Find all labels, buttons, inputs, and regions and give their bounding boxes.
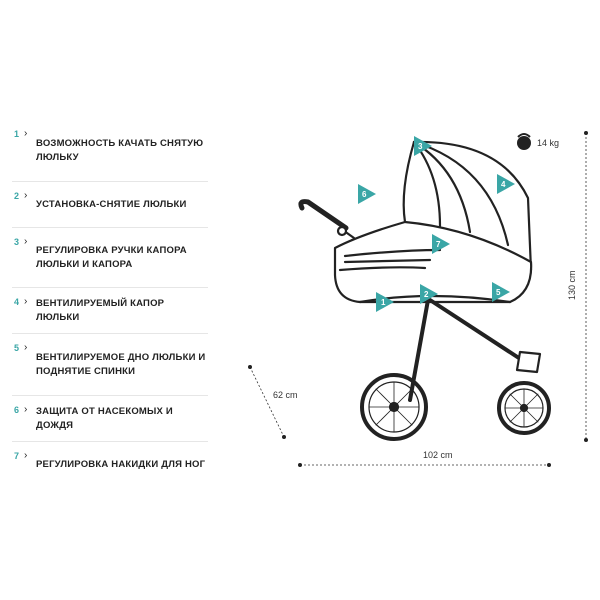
- feature-number: 5: [14, 343, 20, 353]
- feature-number: 6: [14, 405, 20, 415]
- feature-item-6: 6 › ЗАЩИТА ОТ НАСЕКОМЫХ И ДОЖДЯ: [12, 396, 208, 442]
- svg-text:7: 7: [436, 240, 441, 249]
- chevron-right-icon: ›: [24, 236, 28, 247]
- svg-text:5: 5: [496, 288, 501, 297]
- length-dimension-line: [298, 463, 551, 467]
- feature-item-5: 5 › ВЕНТИЛИРУЕМОЕ ДНО ЛЮЛЬКИ И ПОДНЯТИЕ …: [12, 334, 208, 396]
- height-label: 130 cm: [567, 270, 577, 300]
- height-dimension-line: [584, 131, 588, 442]
- svg-text:3: 3: [418, 142, 423, 151]
- feature-text: РЕГУЛИРОВКА НАКИДКИ ДЛЯ НОГ: [36, 459, 206, 470]
- feature-text: ВОЗМОЖНОСТЬ КАЧАТЬ СНЯТУЮ ЛЮЛЬКУ: [36, 137, 204, 163]
- chevron-right-icon: ›: [24, 296, 28, 307]
- chevron-right-icon: ›: [24, 404, 28, 415]
- feature-text: ВЕНТИЛИРУЕМОЕ ДНО ЛЮЛЬКИ И ПОДНЯТИЕ СПИН…: [36, 351, 206, 377]
- feature-item-1: 1 › ВОЗМОЖНОСТЬ КАЧАТЬ СНЯТУЮ ЛЮЛЬКУ: [12, 120, 208, 182]
- svg-text:6: 6: [362, 190, 367, 199]
- feature-item-3: 3 › РЕГУЛИРОВКА РУЧКИ КАПОРА ЛЮЛЬКИ И КА…: [12, 228, 208, 288]
- chevron-right-icon: ›: [24, 190, 28, 201]
- feature-number: 3: [14, 237, 20, 247]
- chevron-right-icon: ›: [24, 450, 28, 461]
- feature-list: 1 › ВОЗМОЖНОСТЬ КАЧАТЬ СНЯТУЮ ЛЮЛЬКУ 2 ›…: [12, 120, 208, 488]
- marker-3: 3: [414, 136, 432, 156]
- feature-number: 4: [14, 297, 20, 307]
- depth-label: 62 cm: [273, 390, 298, 400]
- kettlebell-icon: [517, 133, 531, 150]
- feature-text: РЕГУЛИРОВКА РУЧКИ КАПОРА ЛЮЛЬКИ И КАПОРА: [36, 244, 187, 270]
- feature-item-7: 7 › РЕГУЛИРОВКА НАКИДКИ ДЛЯ НОГ: [12, 442, 208, 488]
- depth-dimension-line: [248, 365, 286, 439]
- feature-item-2: 2 › УСТАНОВКА-СНЯТИЕ ЛЮЛЬКИ: [12, 182, 208, 228]
- feature-number: 2: [14, 191, 20, 201]
- marker-1: 1: [376, 292, 394, 312]
- marker-5: 5: [492, 282, 510, 302]
- feature-number: 1: [14, 129, 20, 139]
- feature-text: ВЕНТИЛИРУЕМЫЙ КАПОР ЛЮЛЬКИ: [36, 297, 165, 323]
- svg-text:4: 4: [501, 180, 506, 189]
- length-label: 102 cm: [423, 450, 453, 460]
- marker-4: 4: [497, 174, 515, 194]
- chevron-right-icon: ›: [24, 342, 28, 353]
- svg-text:1: 1: [381, 298, 386, 307]
- marker-6: 6: [358, 184, 376, 204]
- feature-text: УСТАНОВКА-СНЯТИЕ ЛЮЛЬКИ: [36, 198, 187, 210]
- feature-text: ЗАЩИТА ОТ НАСЕКОМЫХ И ДОЖДЯ: [36, 405, 173, 431]
- svg-text:2: 2: [424, 290, 429, 299]
- feature-item-4: 4 › ВЕНТИЛИРУЕМЫЙ КАПОР ЛЮЛЬКИ: [12, 288, 208, 334]
- marker-2: 2: [420, 284, 438, 304]
- marker-7: 7: [432, 234, 450, 254]
- feature-number: 7: [14, 451, 20, 461]
- stroller-diagram: 14 kg 130 cm 62 cm 102 cm: [248, 131, 588, 467]
- weight-label: 14 kg: [537, 138, 559, 148]
- chevron-right-icon: ›: [24, 128, 28, 139]
